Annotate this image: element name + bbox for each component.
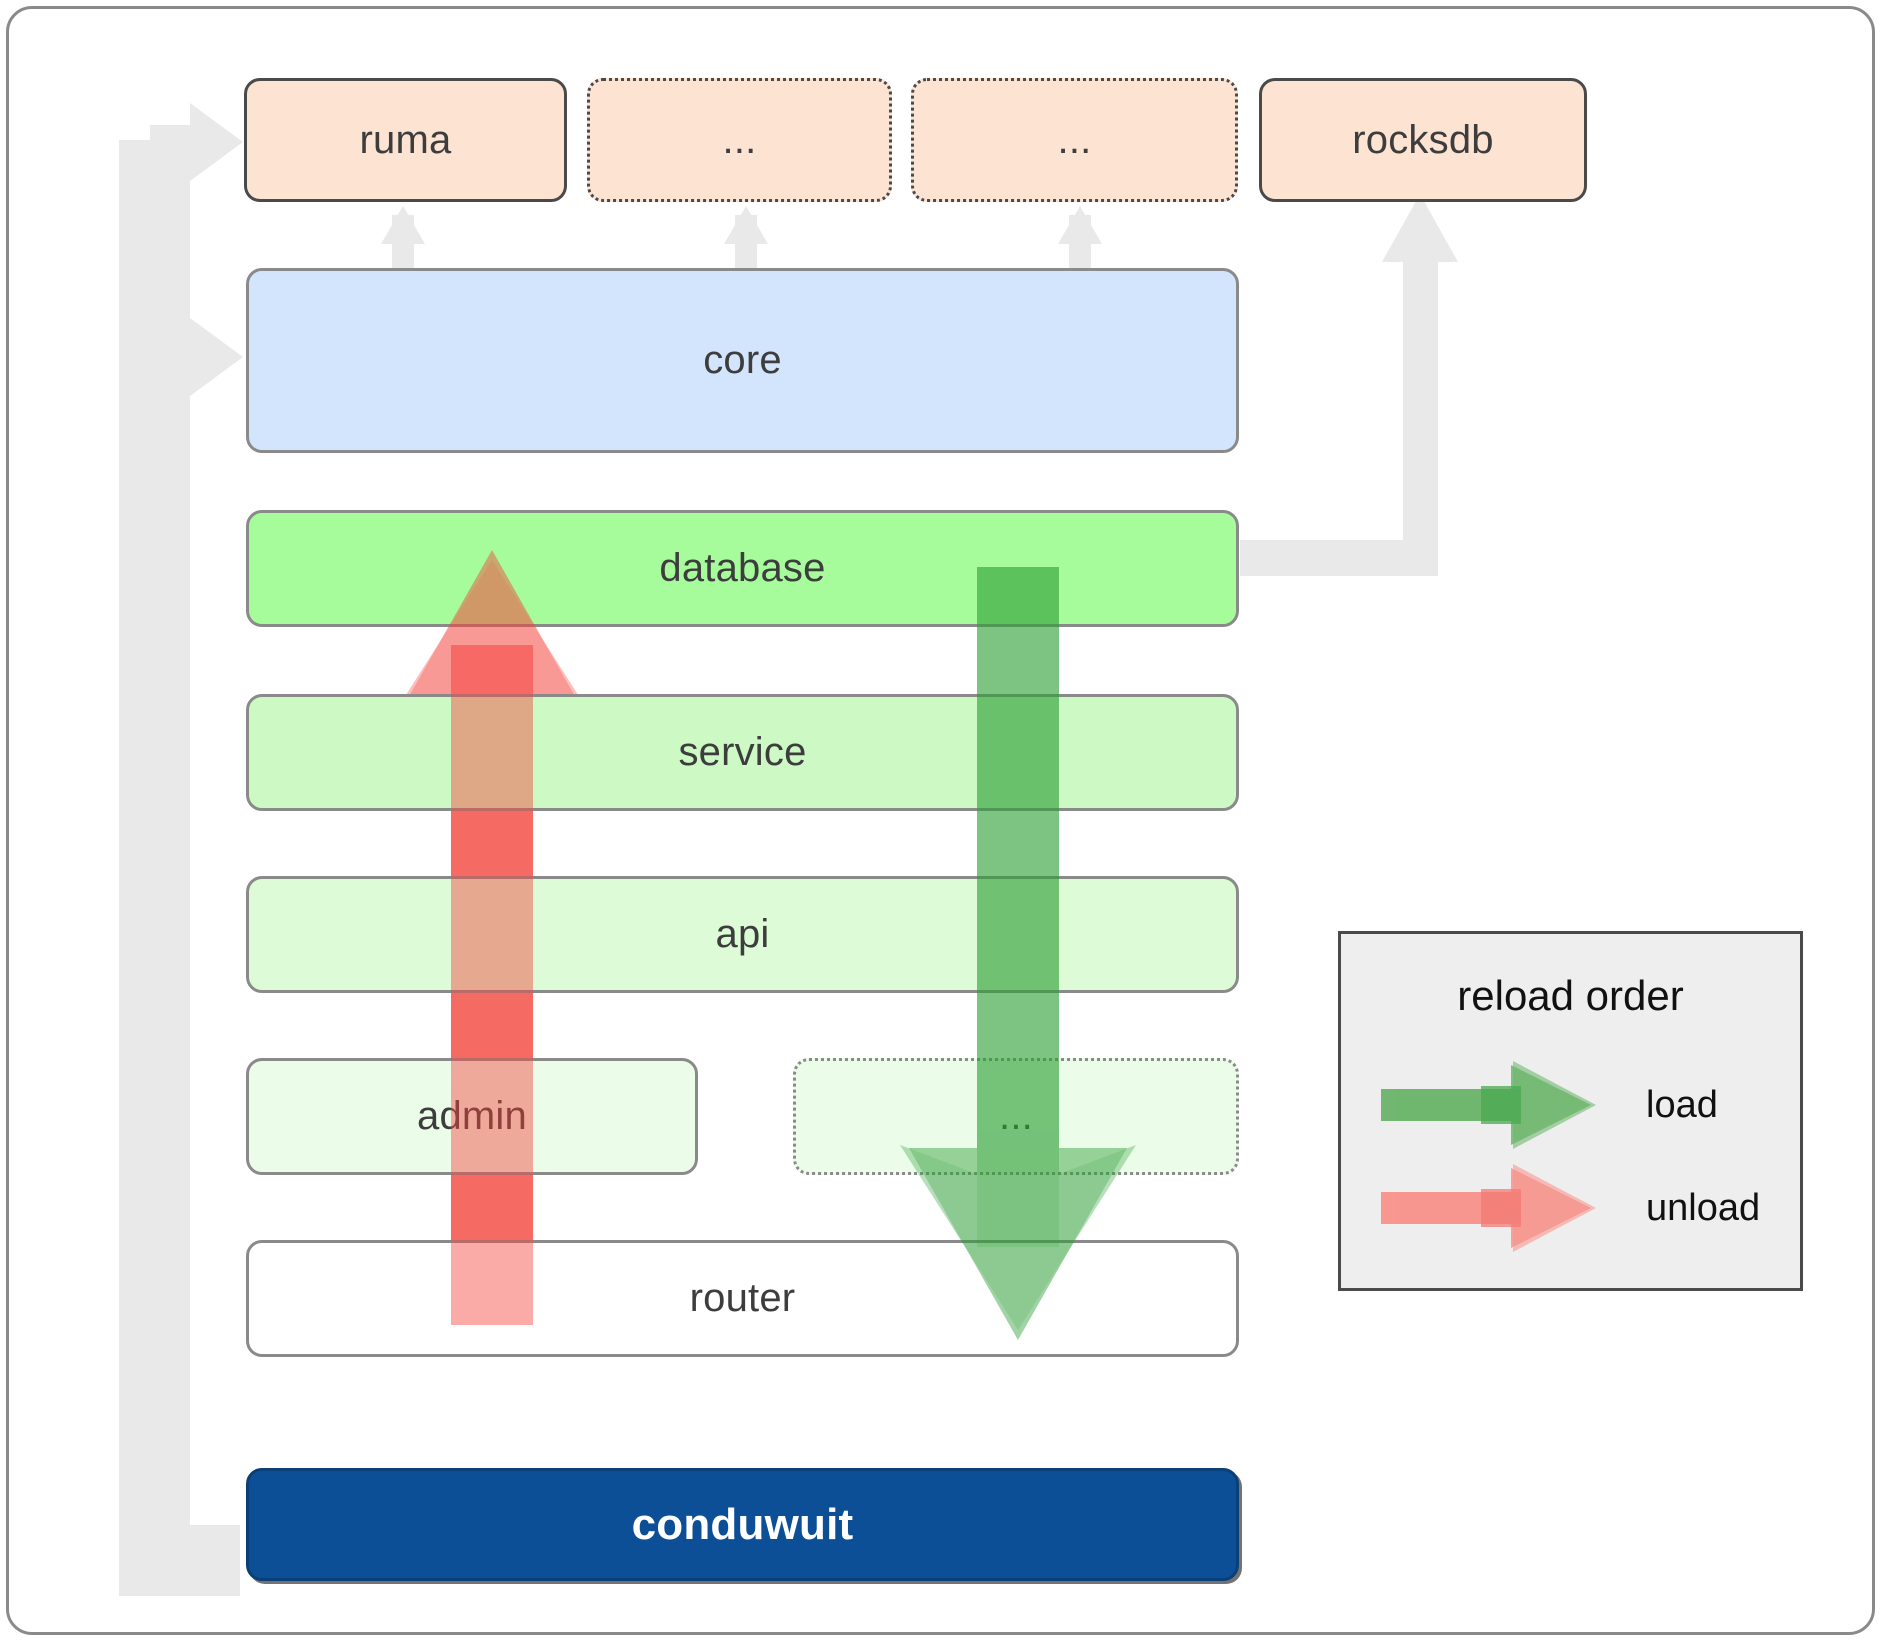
core-to-deps-arrows — [381, 206, 1102, 268]
legend-label-load: load — [1646, 1084, 1718, 1126]
application-box-conduwuit[interactable]: conduwuit — [246, 1468, 1239, 1581]
stack-row-router[interactable]: router — [246, 1240, 1239, 1357]
stack-row-service[interactable]: service — [246, 694, 1239, 811]
stack-row-api[interactable]: api — [246, 876, 1239, 993]
database-to-rocksdb-connector — [1240, 194, 1458, 576]
legend-panel: reload order load unload — [1338, 931, 1803, 1291]
left-connector-bus — [119, 103, 243, 1596]
legend-arrows — [1381, 1061, 1596, 1252]
application-label: conduwuit — [631, 1499, 854, 1549]
legend-title: reload order — [1457, 972, 1684, 1019]
legend-unload-arrow — [1381, 1164, 1596, 1252]
legend-load-arrow — [1381, 1061, 1596, 1149]
legend-label-unload: unload — [1646, 1187, 1761, 1229]
